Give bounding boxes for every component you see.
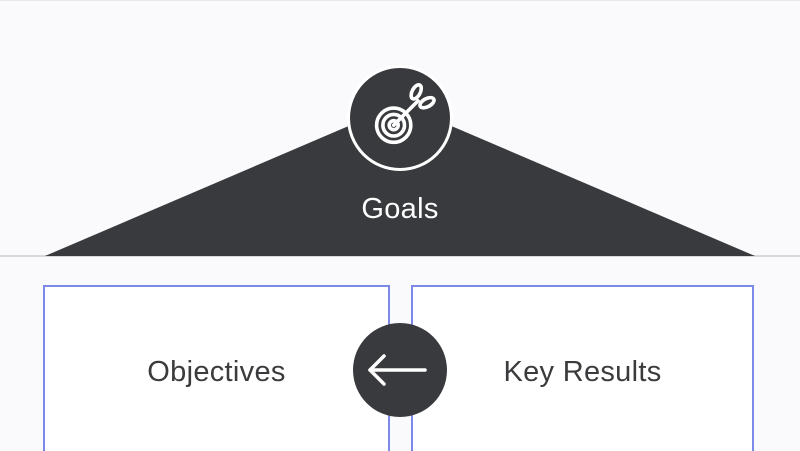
key-results-label: Key Results <box>503 355 662 388</box>
goals-label: Goals <box>361 193 439 225</box>
objectives-label: Objectives <box>147 355 286 388</box>
top-edge-divider <box>0 0 800 1</box>
target-dart-icon <box>364 82 436 154</box>
connector-circle <box>353 323 447 417</box>
objectives-box: Objectives <box>43 285 390 451</box>
arrow-left-icon <box>353 323 447 417</box>
goals-circle-badge <box>347 65 453 171</box>
key-results-box: Key Results <box>411 285 754 451</box>
